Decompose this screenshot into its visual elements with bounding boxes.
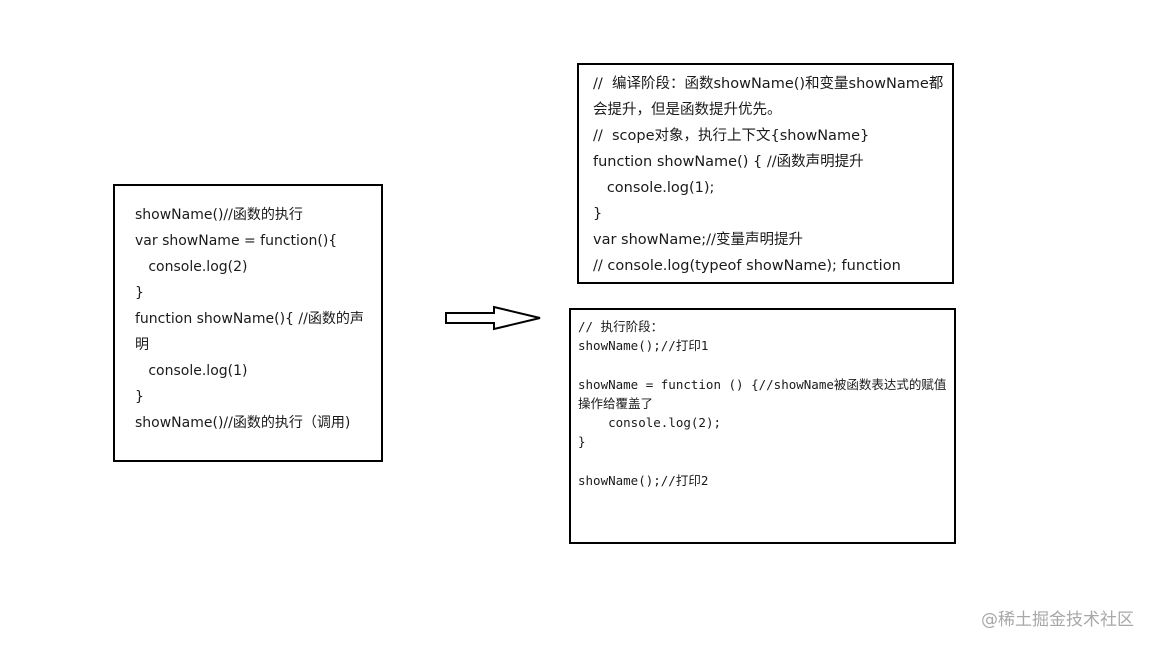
code-line: showName();//打印1 <box>578 338 709 354</box>
code-line: // console.log(typeof showName); functio… <box>593 258 901 274</box>
code-line: } <box>593 206 603 222</box>
code-line: function showName() { //函数声明提升 <box>593 154 864 170</box>
original-code-box: showName()//函数的执行 var showName = functio… <box>113 184 383 462</box>
code-line: console.log(1) <box>135 363 248 379</box>
code-line: } <box>135 389 144 405</box>
code-line: showName();//打印2 <box>578 472 709 488</box>
code-line: console.log(2); <box>578 415 721 430</box>
code-line: console.log(2) <box>135 259 248 275</box>
execution-phase-box: // 执行阶段： showName();//打印1 showName = fun… <box>569 308 956 544</box>
code-line: showName()//函数的执行 <box>135 207 303 223</box>
code-line: console.log(1); <box>593 180 715 196</box>
code-line: // 执行阶段： <box>578 319 664 334</box>
code-line: } <box>578 434 586 450</box>
code-line: } <box>135 285 144 301</box>
code-line: var showName;//变量声明提升 <box>593 232 803 248</box>
code-line: showName = function () {//showName被函数表达式… <box>578 376 947 411</box>
code-line: var showName = function(){ <box>135 233 338 249</box>
blank-line <box>578 451 948 470</box>
watermark: @稀土掘金技术社区 <box>981 610 1134 630</box>
code-line: function showName(){ //函数的声明 <box>135 311 364 353</box>
compile-phase-box: // 编译阶段：函数showName()和变量showName都会提升，但是函数… <box>577 63 954 284</box>
blank-line <box>578 355 948 374</box>
right-arrow-icon <box>445 305 541 331</box>
code-line: // 编译阶段：函数showName()和变量showName都会提升，但是函数… <box>593 76 944 118</box>
code-line: // scope对象，执行上下文{showName} <box>593 128 870 144</box>
code-line: showName()//函数的执行（调用) <box>135 415 351 431</box>
